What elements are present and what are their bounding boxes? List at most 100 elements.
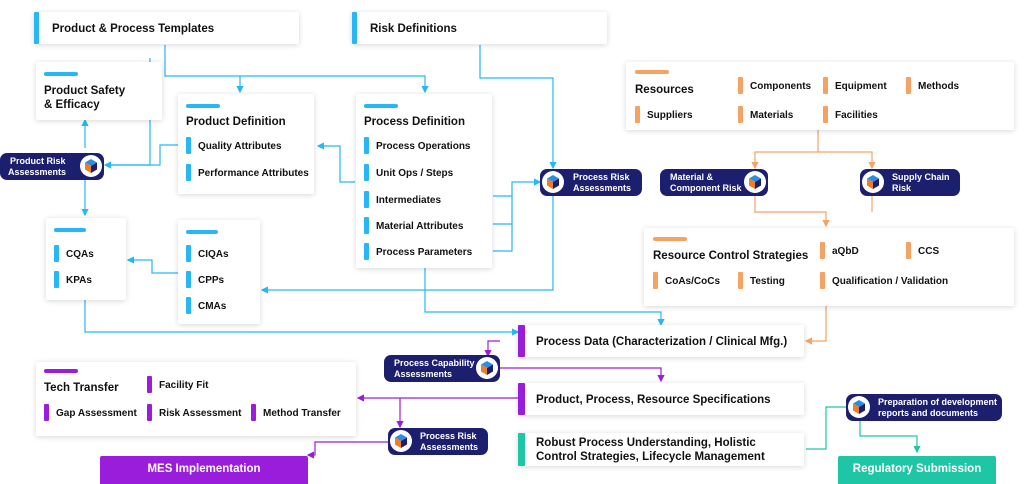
blue-marker bbox=[186, 164, 191, 181]
quality-attributes-label: Quality Attributes bbox=[198, 141, 282, 152]
cube-icon bbox=[80, 155, 102, 177]
orange-marker bbox=[738, 106, 743, 123]
material-component-line-1: Material & bbox=[670, 172, 714, 182]
blue-marker bbox=[54, 245, 59, 262]
process-capability-line-1: Process Capability bbox=[394, 358, 475, 368]
orange-marker bbox=[823, 106, 828, 123]
process-definition-card: Process Definition Process Operations Un… bbox=[356, 94, 492, 268]
blue-marker bbox=[364, 191, 369, 208]
equipment-label: Equipment bbox=[835, 81, 887, 92]
qualification-validation-label: Qualification / Validation bbox=[832, 276, 949, 287]
mes-implementation-banner: MES Implementation bbox=[100, 456, 308, 484]
cqa-kpa-card: CQAs KPAs bbox=[46, 218, 126, 300]
process-data-label: Process Data (Characterization / Clinica… bbox=[536, 336, 788, 348]
resources-title: Resources bbox=[635, 84, 694, 96]
orange-marker bbox=[820, 242, 825, 259]
risk-assessment-label: Risk Assessment bbox=[159, 408, 242, 419]
kpas-label: KPAs bbox=[66, 275, 92, 286]
preparation-reports-pill: Preparation of development reports and d… bbox=[846, 394, 1002, 421]
orange-marker bbox=[906, 242, 911, 259]
cqas-label: CQAs bbox=[66, 249, 94, 260]
product-definition-title: Product Definition bbox=[186, 116, 286, 128]
blue-marker bbox=[186, 230, 218, 234]
suppliers-label: Suppliers bbox=[647, 110, 693, 121]
robust-process-card: Robust Process Understanding, Holistic C… bbox=[518, 433, 804, 466]
robust-process-line-1: Robust Process Understanding, Holistic bbox=[536, 437, 756, 449]
orange-marker bbox=[906, 77, 911, 94]
material-attributes-label: Material Attributes bbox=[376, 221, 464, 232]
blue-marker bbox=[364, 164, 369, 181]
risk-definitions-card: Risk Definitions bbox=[352, 12, 607, 44]
regulatory-submission-banner: Regulatory Submission bbox=[838, 456, 996, 484]
product-risk-pill: Product Risk Assessments bbox=[0, 153, 104, 180]
blue-marker bbox=[186, 104, 220, 108]
materials-label: Materials bbox=[750, 110, 794, 121]
ciqa-cpp-cma-card: CIQAs CPPs CMAs bbox=[178, 220, 260, 324]
blue-marker bbox=[186, 245, 191, 262]
intermediates-label: Intermediates bbox=[376, 195, 442, 206]
cube-icon bbox=[848, 396, 870, 418]
process-risk-bottom-line-1: Process Risk bbox=[420, 431, 477, 441]
robust-process-line-2: Control Strategies, Lifecycle Management bbox=[536, 451, 765, 463]
product-safety-efficacy-card: Product Safety & Efficacy bbox=[36, 62, 162, 120]
aqbd-label: aQbD bbox=[832, 246, 859, 257]
purple-marker bbox=[44, 369, 78, 373]
methods-label: Methods bbox=[918, 81, 960, 92]
testing-label: Testing bbox=[750, 276, 785, 287]
material-component-risk-pill: Material & Component Risk bbox=[660, 169, 768, 196]
cube-icon bbox=[744, 171, 766, 193]
blue-marker bbox=[186, 271, 191, 288]
process-data-card: Process Data (Characterization / Clinica… bbox=[518, 325, 804, 357]
ciqas-label: CIQAs bbox=[198, 249, 229, 260]
preparation-reports-line-2: reports and documents bbox=[878, 408, 979, 418]
orange-marker bbox=[635, 106, 640, 123]
orange-marker bbox=[635, 70, 669, 74]
gap-assessment-label: Gap Assessment bbox=[56, 408, 137, 419]
cmas-label: CMAs bbox=[198, 301, 227, 312]
process-risk-top-pill: Process Risk Assessments bbox=[540, 169, 642, 196]
ccs-label: CCS bbox=[918, 246, 940, 257]
blue-marker bbox=[364, 104, 398, 108]
product-risk-line-1: Product Risk bbox=[10, 156, 66, 166]
resource-control-strategies-card: Resource Control Strategies aQbD CCS CoA… bbox=[644, 228, 1014, 306]
blue-marker bbox=[54, 228, 86, 232]
unit-ops-label: Unit Ops / Steps bbox=[376, 168, 454, 179]
purple-marker bbox=[44, 404, 49, 421]
cube-icon bbox=[476, 357, 498, 379]
cpps-label: CPPs bbox=[198, 275, 225, 286]
material-component-line-2: Component Risk bbox=[670, 183, 742, 193]
purple-marker bbox=[251, 404, 256, 421]
process-risk-top-line-2: Assessments bbox=[573, 183, 632, 193]
blue-marker bbox=[364, 217, 369, 234]
risk-definitions-label: Risk Definitions bbox=[370, 23, 457, 35]
blue-marker bbox=[364, 137, 369, 154]
method-transfer-label: Method Transfer bbox=[263, 408, 341, 419]
blue-marker bbox=[54, 271, 59, 288]
blue-marker bbox=[34, 12, 39, 44]
blue-marker bbox=[364, 243, 369, 260]
blue-marker bbox=[186, 137, 191, 154]
resource-control-strategies-title: Resource Control Strategies bbox=[653, 250, 809, 262]
tech-transfer-title: Tech Transfer bbox=[44, 382, 119, 394]
cube-icon bbox=[390, 430, 412, 452]
process-parameters-label: Process Parameters bbox=[376, 247, 473, 258]
orange-marker bbox=[823, 77, 828, 94]
tech-transfer-card: Tech Transfer Facility Fit Gap Assessmen… bbox=[36, 362, 356, 436]
product-process-templates-card: Product & Process Templates bbox=[34, 12, 299, 44]
blue-marker bbox=[44, 72, 78, 76]
coas-cocs-label: CoAs/CoCs bbox=[665, 276, 721, 287]
process-risk-top-line-1: Process Risk bbox=[573, 172, 630, 182]
product-safety-line-1: Product Safety bbox=[44, 85, 126, 97]
specifications-label: Product, Process, Resource Specification… bbox=[536, 394, 771, 406]
performance-attributes-label: Performance Attributes bbox=[198, 168, 309, 179]
orange-marker bbox=[738, 272, 743, 289]
supply-chain-line-2: Risk bbox=[892, 183, 912, 193]
process-definition-title: Process Definition bbox=[364, 116, 465, 128]
cube-icon bbox=[862, 171, 884, 193]
facility-fit-label: Facility Fit bbox=[159, 380, 209, 391]
facilities-label: Facilities bbox=[835, 110, 878, 121]
orange-marker bbox=[738, 77, 743, 94]
blue-marker bbox=[186, 297, 191, 314]
purple-marker bbox=[518, 325, 525, 357]
